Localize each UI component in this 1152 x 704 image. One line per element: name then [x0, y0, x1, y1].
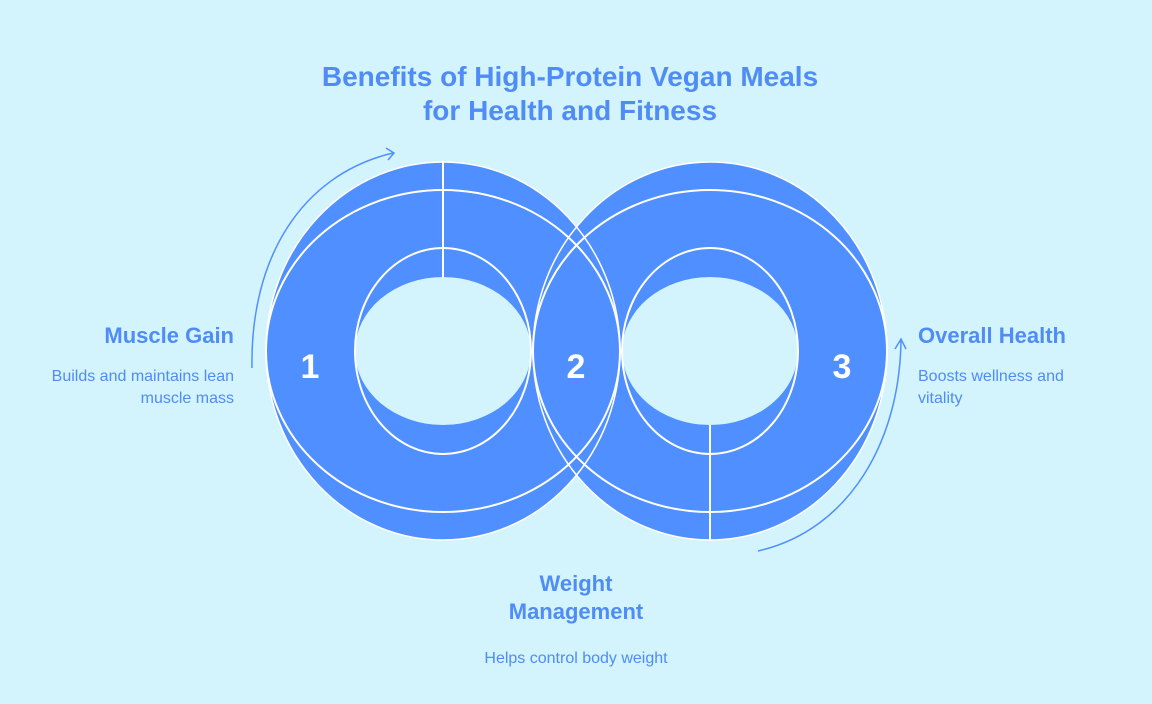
ring-left [265, 161, 620, 541]
cycle-arrows [251, 147, 907, 552]
page-title: Benefits of High-Protein Vegan Meals for… [321, 61, 819, 126]
step-number-1: 1 [301, 348, 320, 386]
step-1-description: Builds and maintains lean muscle mass [51, 368, 234, 407]
step-3-heading: Overall Health [918, 323, 1066, 348]
ring-right [533, 162, 887, 540]
arrow-left-icon [251, 147, 396, 369]
step-1-heading: Muscle Gain [104, 323, 234, 348]
arrow-right-icon [757, 337, 907, 552]
step-2-heading: Weight Management [508, 571, 644, 624]
ring-lines [265, 161, 888, 541]
step-number-3: 3 [833, 348, 852, 386]
step-2-description: Helps control body weight [484, 650, 668, 667]
step-number-2: 2 [567, 348, 586, 386]
step-3-description: Boosts wellness and vitality [918, 368, 1064, 407]
